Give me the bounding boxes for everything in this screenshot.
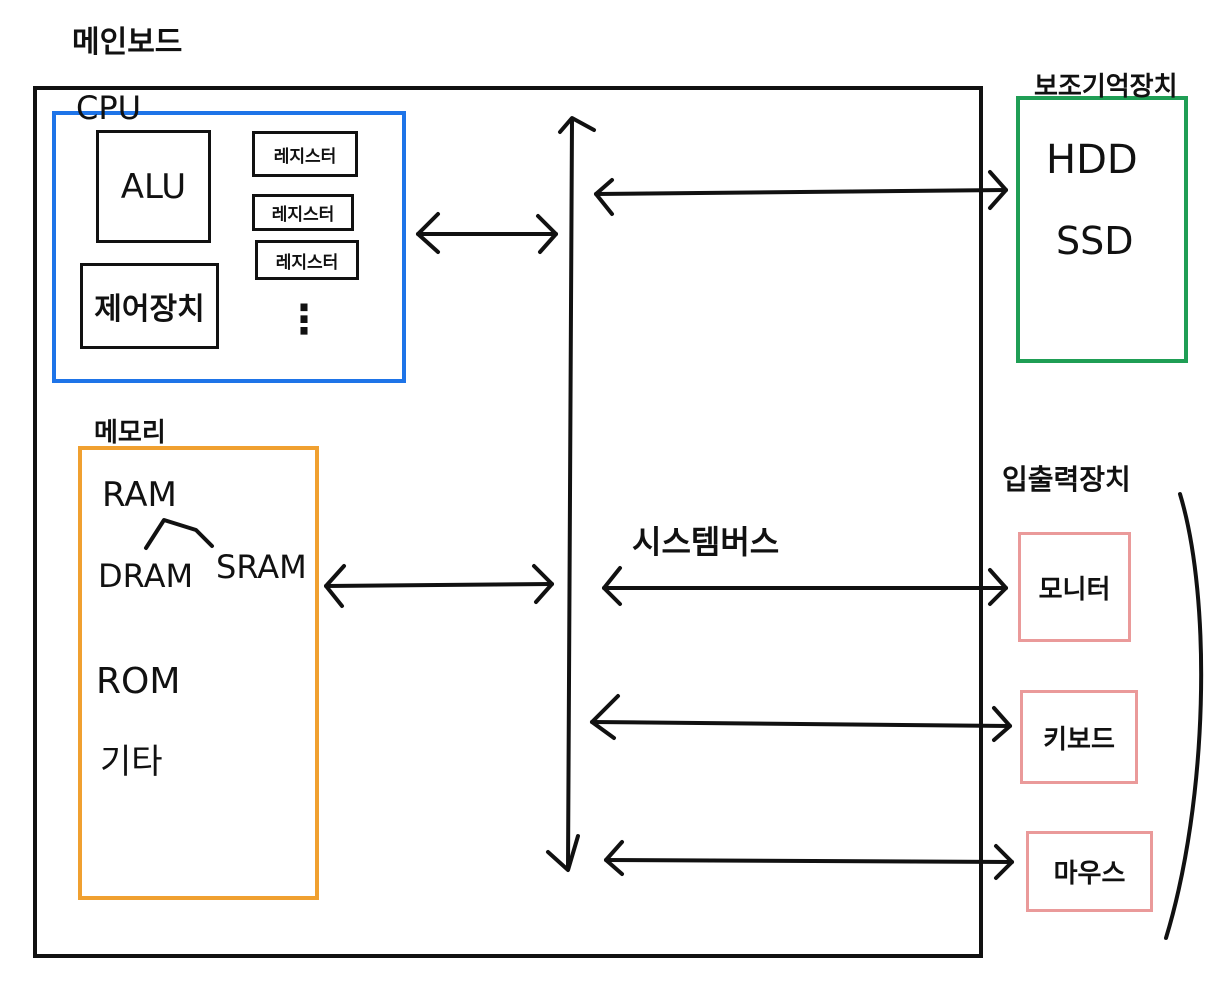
dram-label: DRAM: [98, 557, 194, 595]
rom-label: ROM: [96, 661, 181, 702]
sram-label: SRAM: [216, 548, 307, 586]
storage-box: [1016, 96, 1188, 363]
keyboard-box: 키보드: [1020, 690, 1138, 784]
memory-bus-arrow: [324, 582, 554, 588]
monitor-box: 모니터: [1018, 532, 1131, 642]
cpu-label: CPU: [76, 89, 142, 127]
mainboard-title: 메인보드: [72, 25, 183, 60]
ram-label: RAM: [102, 475, 177, 515]
bus-arrowhead-bottom: [546, 834, 580, 872]
keyboard-bus-arrow: [590, 720, 1012, 728]
hdd-label: HDD: [1046, 137, 1138, 183]
bus-arrowhead-top: [558, 116, 596, 134]
control-unit-box: 제어장치: [80, 263, 219, 349]
cpu-box: [52, 111, 406, 383]
register-box-3: 레지스터: [255, 240, 359, 280]
ram-split-lines: [144, 518, 214, 550]
register-box-2: 레지스터: [252, 194, 354, 231]
storage-label: 보조기억장치: [1034, 72, 1178, 102]
mainboard-frame: [33, 86, 983, 958]
alu-box: ALU: [96, 130, 211, 243]
system-bus-line: [566, 118, 574, 870]
io-bracket: [1164, 492, 1204, 940]
ssd-label: SSD: [1056, 219, 1134, 263]
memory-label: 메모리: [94, 418, 166, 448]
system-bus-label: 시스템버스: [632, 523, 780, 561]
io-label: 입출력장치: [1002, 463, 1131, 496]
more-registers-ellipsis: ⋮: [284, 297, 324, 343]
mouse-bus-arrow: [604, 858, 1014, 864]
register-box-1: 레지스터: [252, 131, 358, 177]
mouse-box: 마우스: [1026, 831, 1153, 912]
storage-bus-arrow: [594, 188, 1008, 196]
etc-label: 기타: [100, 742, 163, 782]
memory-box: [78, 446, 319, 900]
